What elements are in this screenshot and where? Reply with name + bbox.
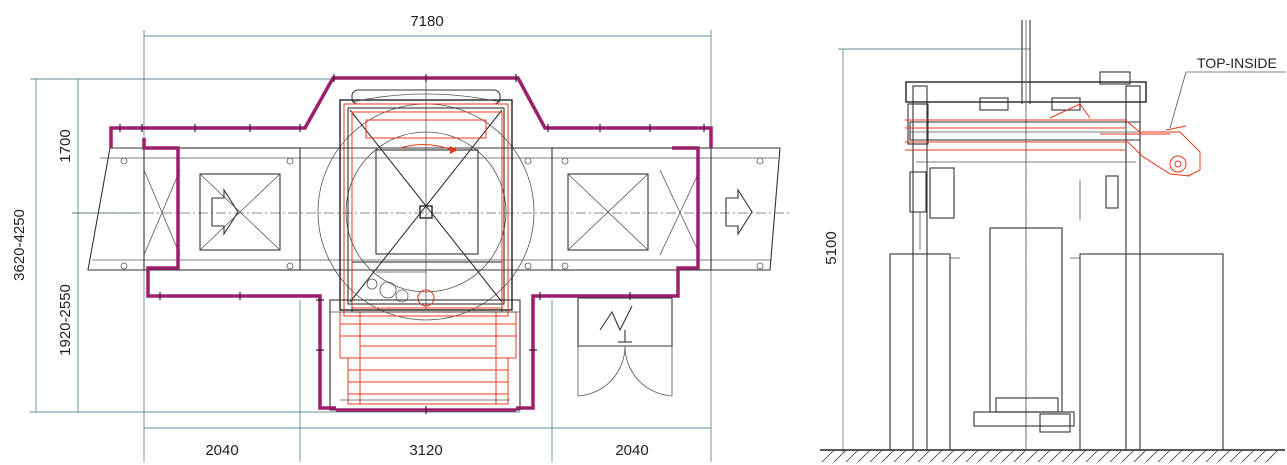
dim-label-right-conveyor: 2040 [615, 442, 648, 459]
top-inside-callout: TOP-INSIDE [1165, 55, 1286, 131]
left-conveyor-segment [143, 147, 301, 271]
dimension-total-width: 7180 [143, 13, 712, 300]
dimension-height: 5100 [823, 48, 1030, 452]
dim-label-total-width: 7180 [410, 13, 443, 30]
dim-label-center-machine: 3120 [409, 442, 442, 459]
side-view: 5100 [820, 20, 1286, 463]
dim-label-lower-depth: 1920-2550 [57, 284, 74, 356]
safety-fence [109, 74, 713, 414]
flow-arrow-icon [211, 188, 239, 236]
plan-view: 7180 3620-4250 1700 1920-2550 2040 3120 … [11, 13, 790, 462]
callout-top-inside: TOP-INSIDE [1197, 55, 1277, 71]
film-carriage [909, 161, 1136, 250]
electrical-cabinet [577, 297, 673, 397]
flow-arrow-icon [725, 188, 753, 236]
right-conveyor-segment [551, 147, 753, 271]
rotating-arm-red [905, 103, 1201, 177]
dim-label-upper-depth: 1700 [57, 129, 74, 162]
dim-label-height: 5100 [823, 231, 840, 264]
dim-label-left-conveyor: 2040 [205, 442, 238, 459]
dim-label-total-depth: 3620-4250 [11, 209, 28, 281]
dimension-vertical: 3620-4250 1700 1920-2550 [11, 78, 520, 413]
floor-hatch [820, 449, 1285, 463]
pallet-load [973, 227, 1075, 433]
dimension-bottom: 2040 3120 2040 [143, 300, 712, 462]
top-drive [907, 20, 1141, 145]
side-fences [889, 253, 1224, 451]
